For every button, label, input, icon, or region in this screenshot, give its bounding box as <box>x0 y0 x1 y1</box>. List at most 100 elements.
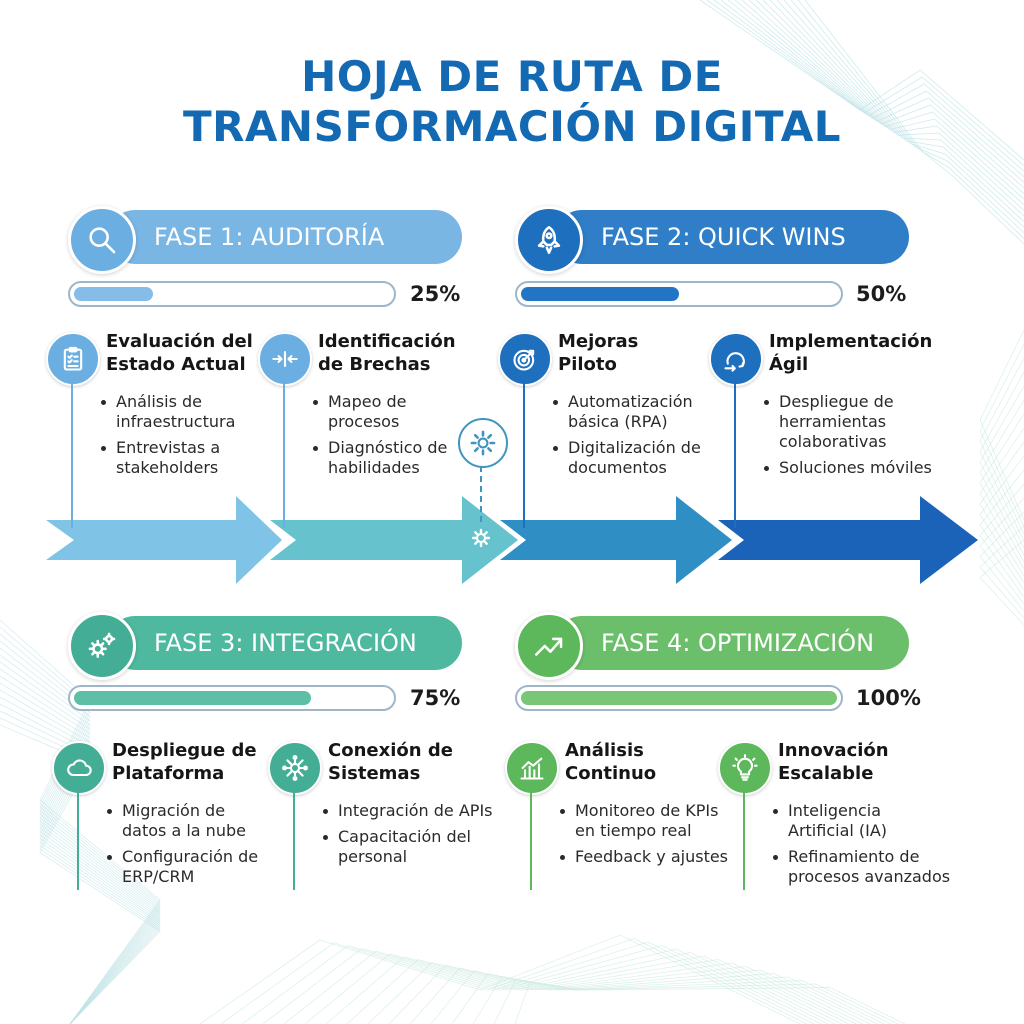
bullet-line: Análisis de <box>116 392 202 411</box>
item-title-line: Ágil <box>769 354 809 375</box>
item-icon-badge <box>498 332 552 386</box>
item-connector <box>77 791 79 890</box>
item-connector <box>743 791 745 890</box>
bullet-line: Integración de APIs <box>338 801 493 820</box>
phase-3-banner: FASE 3: INTEGRACIÓN <box>68 612 462 680</box>
gear-icon <box>470 430 496 456</box>
phase-1-icon-badge <box>68 206 136 274</box>
timeline-arrow-2 <box>270 496 518 584</box>
arrow-gear-icon <box>471 528 491 548</box>
item-icon-badge <box>709 332 763 386</box>
agile-cycle-icon <box>724 352 745 372</box>
bullet-line: documentos <box>568 458 667 477</box>
phase-4-label: FASE 4: OPTIMIZACIÓN <box>555 616 909 670</box>
phase-2-progress-bar <box>515 281 843 307</box>
bullet-item: Soluciones móviles <box>761 458 932 478</box>
bullet-line: Artificial (IA) <box>788 821 888 840</box>
timeline-arrow-3 <box>500 496 732 584</box>
phase-3-percent: 75% <box>410 686 461 710</box>
item-title-line: Identificación <box>318 331 456 352</box>
bullet-line: básica (RPA) <box>568 412 668 431</box>
phase-4-progress-fill <box>521 691 837 705</box>
item-icon-badge <box>505 741 559 795</box>
phase-4-banner: FASE 4: OPTIMIZACIÓN <box>515 612 909 680</box>
item-connector <box>293 791 295 890</box>
item-icon-badge <box>718 741 772 795</box>
converge-icon <box>272 350 298 368</box>
item-connector <box>523 382 525 528</box>
item-title-line: Sistemas <box>328 763 421 784</box>
bullet-line: Digitalización de <box>568 438 701 457</box>
phase-2-icon-badge <box>515 206 583 274</box>
bullet-line: datos a la nube <box>122 821 246 840</box>
phase-1-progress-bar <box>68 281 396 307</box>
bullet-line: ERP/CRM <box>122 867 195 886</box>
target-icon <box>513 349 535 371</box>
item-connector <box>283 382 285 528</box>
phase-3-icon-badge <box>68 612 136 680</box>
network-icon <box>282 755 308 781</box>
item-icon-badge <box>52 741 106 795</box>
phase-3-label: FASE 3: INTEGRACIÓN <box>108 616 462 670</box>
bullet-line: Refinamiento de <box>788 847 920 866</box>
bullet-line: stakeholders <box>116 458 219 477</box>
item-connector <box>71 382 73 528</box>
item-title-line: Implementación <box>769 331 933 352</box>
item-title-line: Escalable <box>778 763 874 784</box>
timeline-arrow-4 <box>718 496 978 584</box>
bullet-line: Entrevistas a <box>116 438 221 457</box>
clipboard-icon <box>63 346 83 371</box>
phase-3-progress-fill <box>74 691 311 705</box>
phase-4-percent: 100% <box>856 686 921 710</box>
bullet-line: Inteligencia <box>788 801 882 820</box>
item-title-line: Continuo <box>565 763 657 784</box>
gear-badge <box>458 418 508 468</box>
gears-icon <box>88 632 116 658</box>
title-line-1: HOJA DE RUTA DE <box>301 52 723 101</box>
rocket-icon <box>537 225 561 255</box>
bullet-line: Soluciones móviles <box>779 458 932 477</box>
timeline-arrow-1 <box>46 496 282 584</box>
bullet-item: Feedback y ajustes <box>557 847 728 867</box>
phase-1-label: FASE 1: AUDITORÍA <box>108 210 462 264</box>
item-icon-badge <box>46 332 100 386</box>
phase-1-percent: 25% <box>410 282 461 306</box>
bullet-line: Capacitación del <box>338 827 471 846</box>
item-title-line: Análisis <box>565 740 644 761</box>
item-icon-badge <box>268 741 322 795</box>
magnifier-icon <box>89 227 116 254</box>
item-title-line: Despliegue de <box>112 740 257 761</box>
phase-2-banner: FASE 2: QUICK WINS <box>515 206 909 274</box>
item-title-line: Evaluación del <box>106 331 253 352</box>
phase-2-percent: 50% <box>856 282 907 306</box>
phase-3-progress-bar <box>68 685 396 711</box>
bar-chart-icon <box>520 757 544 780</box>
phase-1-progress-fill <box>74 287 153 301</box>
phase-4-icon-badge <box>515 612 583 680</box>
item-title-line: Plataforma <box>112 763 225 784</box>
item-title-line: Mejoras <box>558 331 639 352</box>
bullet-line: Automatización <box>568 392 693 411</box>
bullet-line: Mapeo de <box>328 392 407 411</box>
item-icon-badge <box>258 332 312 386</box>
gear-connector <box>480 466 482 522</box>
